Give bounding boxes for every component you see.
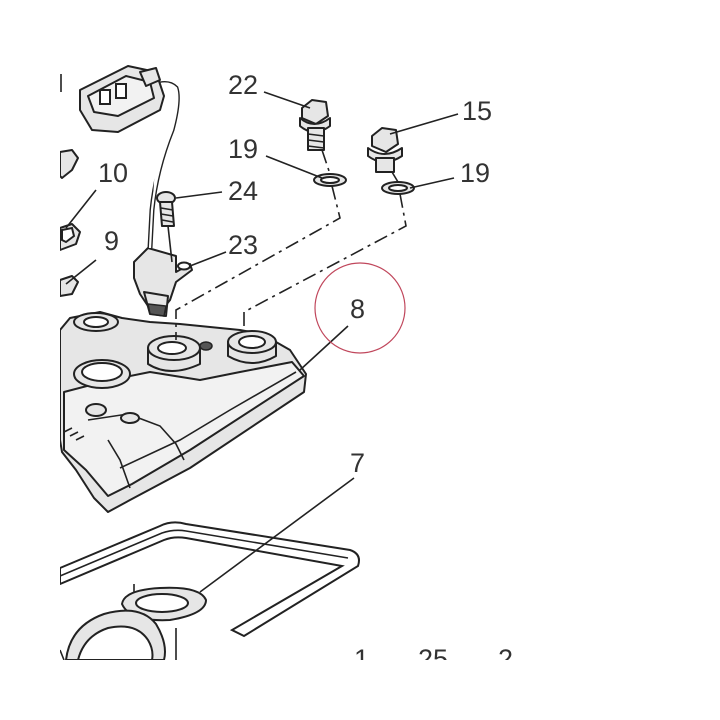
callout-7: 7 (350, 448, 365, 478)
sensor-connector (79, 65, 180, 249)
highlight-circle (314, 262, 406, 354)
bolt-part-22 (299, 99, 331, 151)
callout-15: 15 (462, 96, 492, 126)
callout-labels: 22 15 19 19 10 24 9 23 8 7 1 25 2 (98, 70, 513, 674)
left-edge-fragments (59, 74, 81, 297)
crop-mask-bottom (0, 660, 720, 720)
callout-19-left: 19 (228, 134, 258, 164)
washer-part-19-left (313, 173, 347, 187)
washer-part-19-right (381, 181, 415, 195)
callout-10: 10 (98, 158, 128, 188)
callout-23: 23 (228, 230, 258, 260)
screw-part-24 (156, 191, 176, 263)
sensor-part-23 (133, 247, 193, 317)
bolt-part-15 (367, 127, 403, 173)
callout-24: 24 (228, 176, 258, 206)
callout-19-right: 19 (460, 158, 490, 188)
gasket-part-7 (59, 521, 360, 661)
callout-8: 8 (350, 294, 365, 324)
valve-cover-part-8 (59, 311, 307, 513)
crop-mask-left (0, 140, 60, 660)
leader-lines (65, 91, 459, 593)
callout-9: 9 (104, 226, 119, 256)
callout-22: 22 (228, 70, 258, 100)
assembly-lines (175, 149, 407, 340)
